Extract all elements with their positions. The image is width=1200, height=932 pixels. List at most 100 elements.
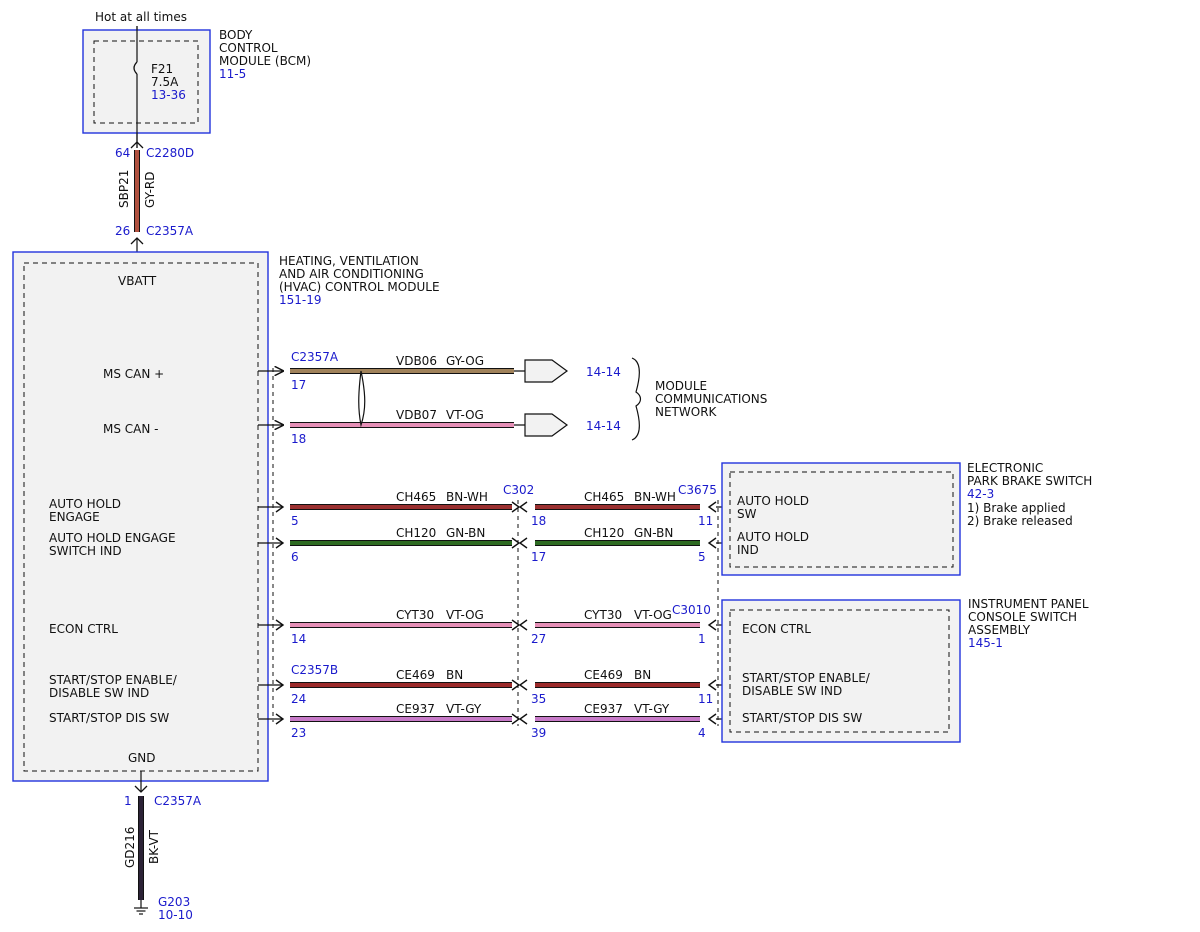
can-minus-ref-link[interactable]: 14-14 xyxy=(586,419,621,433)
pin-auto-hold-engage-1: AUTO HOLD xyxy=(49,497,121,511)
fuse-name: F21 xyxy=(151,62,173,76)
ground-ref-link[interactable]: 10-10 xyxy=(158,908,193,922)
wire-right-pin: 4 xyxy=(698,726,706,740)
wire-color-right: BN xyxy=(634,668,651,682)
wire-circuit-right: CE469 xyxy=(584,668,623,682)
wire-circuit-right: CH465 xyxy=(584,490,624,504)
ipcs-title-2: CONSOLE SWITCH xyxy=(968,610,1077,624)
wire-right-pin: 1 xyxy=(698,632,706,646)
wire-color-right: BN-WH xyxy=(634,490,676,504)
hvac-title-2: AND AIR CONDITIONING xyxy=(279,267,424,281)
network-label-1: MODULE xyxy=(655,379,707,393)
feed-color: GY-RD xyxy=(143,171,157,208)
can-plus-color: GY-OG xyxy=(446,354,484,368)
can-conn[interactable]: C2357A xyxy=(291,350,339,364)
can-minus-pin: 18 xyxy=(291,432,306,446)
brace-icon xyxy=(631,357,642,441)
splice-arrow-icon xyxy=(514,359,569,383)
wire-circuit-right: CE937 xyxy=(584,702,623,716)
pin-arrow-icon xyxy=(518,619,528,631)
pin-arrow-icon xyxy=(511,713,521,725)
epb-title-1: ELECTRONIC xyxy=(967,461,1043,475)
wire-ch465[interactable] xyxy=(258,501,738,513)
ipcs-title-3: ASSEMBLY xyxy=(968,623,1031,637)
bcm-title-1: BODY xyxy=(219,28,253,42)
wire-mid-pin: 18 xyxy=(531,514,546,528)
wire-color-left: BN-WH xyxy=(446,490,488,504)
wire-ch120[interactable] xyxy=(258,537,738,549)
wire-left-pin: 6 xyxy=(291,550,299,564)
bcm-box[interactable] xyxy=(82,29,211,134)
ipcs-box[interactable] xyxy=(721,599,961,743)
pin-arrow-icon xyxy=(518,537,528,549)
pin-arrow-icon xyxy=(707,537,717,549)
wire-mid-pin: 27 xyxy=(531,632,546,646)
pin-arrow-icon xyxy=(275,679,285,691)
wire-mid-pin: 17 xyxy=(531,550,546,564)
feed-pin-top: 64 xyxy=(115,146,130,160)
pin-arrow-icon xyxy=(511,679,521,691)
can-plus-ref-link[interactable]: 14-14 xyxy=(586,365,621,379)
ipcs-conn[interactable]: C3010 xyxy=(672,603,711,617)
can-plus-circuit: VDB06 xyxy=(396,354,437,368)
twisted-pair-icon xyxy=(358,370,366,428)
pin-ss-enable-2: DISABLE SW IND xyxy=(49,686,149,700)
hvac-vbatt: VBATT xyxy=(118,274,157,288)
wire-left-pin: 5 xyxy=(291,514,299,528)
hvac-title-1: HEATING, VENTILATION xyxy=(279,254,419,268)
ground-point-link[interactable]: G203 xyxy=(158,895,190,909)
pin-ms-can-minus: MS CAN - xyxy=(103,422,159,436)
wire-color-right: VT-GY xyxy=(634,702,670,716)
pin-econ-ctrl: ECON CTRL xyxy=(49,622,118,636)
wire-left-pin: 23 xyxy=(291,726,306,740)
ground-conn[interactable]: C2357A xyxy=(154,794,202,808)
ipcs-pin1: ECON CTRL xyxy=(742,622,811,636)
c302-label[interactable]: C302 xyxy=(503,483,534,497)
wire-mid-pin: 35 xyxy=(531,692,546,706)
wire-color-left: BN xyxy=(446,668,463,682)
feed-conn-top[interactable]: C2280D xyxy=(146,146,194,160)
wire-right-pin: 5 xyxy=(698,550,706,564)
epb-conn[interactable]: C3675 xyxy=(678,483,717,497)
splice-arrow-icon xyxy=(514,413,569,437)
pin-arrow-icon xyxy=(275,619,285,631)
wire-circuit-right: CYT30 xyxy=(584,608,622,622)
epb-note-2: 2) Brake released xyxy=(967,514,1073,528)
ground-icon xyxy=(134,900,148,915)
wire-color-right: VT-OG xyxy=(634,608,672,622)
bcm-inner xyxy=(93,40,199,124)
wire-cyt30[interactable] xyxy=(258,619,738,631)
connector-icon xyxy=(134,785,148,793)
hvac-ref-link[interactable]: 151-19 xyxy=(279,293,322,307)
ipcs-title-1: INSTRUMENT PANEL xyxy=(968,597,1089,611)
epb-note-1: 1) Brake applied xyxy=(967,501,1066,515)
epb-switch-box[interactable] xyxy=(721,462,961,576)
c2357b-label[interactable]: C2357B xyxy=(291,663,338,677)
fuse-icon xyxy=(133,61,138,75)
ground-color: BK-VT xyxy=(147,829,161,864)
bcm-title-2: CONTROL xyxy=(219,41,278,55)
epb-inner xyxy=(729,471,954,568)
pin-arrow-icon xyxy=(518,679,528,691)
feed-conn-bottom[interactable]: C2357A xyxy=(146,224,194,238)
pin-arrow-icon xyxy=(707,713,717,725)
pin-auto-hold-engage-2: ENGAGE xyxy=(49,510,100,524)
ipcs-ref-link[interactable]: 145-1 xyxy=(968,636,1003,650)
wire-mid-pin: 39 xyxy=(531,726,546,740)
wire-ce469[interactable] xyxy=(258,679,738,691)
ipcs-pin2-1: START/STOP ENABLE/ xyxy=(742,671,871,685)
ipcs-pin3: START/STOP DIS SW xyxy=(742,711,862,725)
can-wire-minus[interactable] xyxy=(258,413,569,437)
epb-ref-link[interactable]: 42-3 xyxy=(967,487,994,501)
feed-pin-bottom: 26 xyxy=(115,224,130,238)
epb-pin1-1: AUTO HOLD xyxy=(737,494,809,508)
wire-right-pin: 11 xyxy=(698,692,713,706)
can-wire-plus[interactable] xyxy=(258,359,569,383)
fuse-ref-link[interactable]: 13-36 xyxy=(151,88,186,102)
wire-circuit-right: CH120 xyxy=(584,526,624,540)
pin-arrow-icon xyxy=(275,501,285,513)
bcm-ref-link[interactable]: 11-5 xyxy=(219,67,246,81)
pin-ms-can-plus: MS CAN + xyxy=(103,367,164,381)
pin-arrow-icon xyxy=(518,713,528,725)
wire-color-left: GN-BN xyxy=(446,526,485,540)
